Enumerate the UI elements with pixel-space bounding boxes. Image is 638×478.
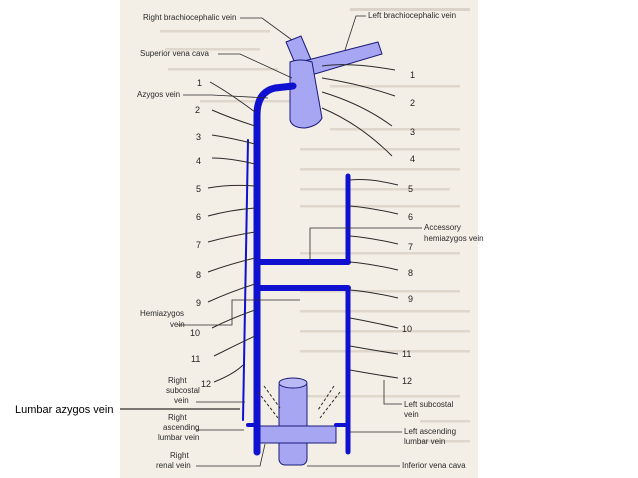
rib-number-right-2: 2 xyxy=(410,98,415,108)
label-right-renal-line2: renal vein xyxy=(156,461,191,470)
renal-veins-shape xyxy=(257,425,337,444)
label-right-subcostal-line3: vein xyxy=(174,396,189,405)
label-left-ascending-lumbar-line2: lumbar vein xyxy=(404,437,445,446)
highlighted-vessels xyxy=(257,35,383,466)
label-lumbar-azygos-vein: Lumbar azygos vein xyxy=(15,404,113,416)
inferior-vena-cava-shape xyxy=(278,379,308,466)
rib-number-right-11: 11 xyxy=(402,349,411,359)
background-text xyxy=(160,8,470,443)
rib-number-left-4: 4 xyxy=(196,156,201,166)
rib-number-right-7: 7 xyxy=(408,242,413,252)
rib-number-right-4: 4 xyxy=(410,154,415,164)
left-intercostal-veins xyxy=(321,64,399,379)
right-lateral-vessel xyxy=(242,139,249,421)
label-hemiazygos-line2: vein xyxy=(170,320,185,329)
rib-number-left-12: 12 xyxy=(201,379,211,389)
label-left-subcostal-line2: vein xyxy=(404,410,419,419)
lumbar-azygos-annotation: Lumbar azygos vein xyxy=(15,404,240,416)
rib-number-right-1: 1 xyxy=(410,70,415,80)
label-inferior-vena-cava: Inferior vena cava xyxy=(402,461,466,470)
rib-number-left-7: 7 xyxy=(196,240,201,250)
azygos-vein-trunk xyxy=(253,82,297,456)
leader-accessory-hemiazygos xyxy=(309,227,422,262)
label-superior-vena-cava: Superior vena cava xyxy=(140,49,209,58)
rib-number-left-9: 9 xyxy=(196,298,201,308)
rib-number-right-12: 12 xyxy=(402,376,412,386)
rib-number-right-6: 6 xyxy=(408,212,413,222)
rib-number-right-10: 10 xyxy=(402,324,412,334)
rib-number-right-8: 8 xyxy=(408,268,413,278)
rib-number-left-3: 3 xyxy=(196,132,201,142)
rib-number-left-8: 8 xyxy=(196,270,201,280)
leader-lines xyxy=(178,15,422,467)
label-right-ascending-lumbar-line3: lumbar vein xyxy=(158,433,199,442)
label-right-subcostal-line1: Right xyxy=(168,376,187,385)
leader-superior-vena-cava xyxy=(218,53,293,79)
leader-right-renal xyxy=(196,443,266,467)
rib-number-left-11: 11 xyxy=(191,354,200,364)
leader-azygos xyxy=(183,94,269,99)
leader-right-brachiocephalic xyxy=(240,17,293,41)
right-intercostal-veins xyxy=(207,81,256,383)
leader-left-brachiocephalic xyxy=(344,15,366,51)
label-right-ascending-lumbar-line1: Right xyxy=(168,413,187,422)
label-hemiazygos-line1: Hemiazygos xyxy=(140,309,184,318)
label-right-ascending-lumbar-line2: ascending xyxy=(163,423,199,432)
leader-left-subcostal xyxy=(383,380,402,405)
label-left-brachiocephalic-vein: Left brachiocephalic vein xyxy=(368,11,456,20)
rib-number-right-9: 9 xyxy=(408,294,413,304)
rib-numbers-right: 1 2 3 4 5 6 7 8 9 10 11 12 xyxy=(402,70,415,386)
rib-number-left-6: 6 xyxy=(196,212,201,222)
rib-number-left-10: 10 xyxy=(190,328,200,338)
superior-vena-cava-shape xyxy=(289,59,323,129)
label-accessory-hemiazygos-line1: Accessory xyxy=(424,223,461,232)
label-right-brachiocephalic-vein: Right brachiocephalic vein xyxy=(143,13,236,22)
rib-number-right-3: 3 xyxy=(410,127,415,137)
anatomy-labels: Right brachiocephalic vein Left brachioc… xyxy=(137,11,484,470)
rib-number-right-5: 5 xyxy=(408,184,413,194)
dashed-connections xyxy=(257,385,341,419)
rib-number-left-1: 1 xyxy=(197,78,202,88)
azygos-system xyxy=(242,82,351,456)
rib-numbers-left: 1 2 3 4 5 6 7 8 9 10 11 12 xyxy=(190,78,211,389)
label-left-ascending-lumbar-line1: Left ascending xyxy=(404,427,456,436)
label-left-subcostal-line1: Left subcostal xyxy=(404,400,454,409)
label-azygos-vein: Azygos vein xyxy=(137,90,180,99)
label-accessory-hemiazygos-line2: hemiazygos vein xyxy=(424,234,484,243)
rib-number-left-5: 5 xyxy=(196,184,201,194)
leader-hemiazygos xyxy=(178,299,300,326)
label-right-subcostal-line2: subcostal xyxy=(166,386,200,395)
label-right-renal-line1: Right xyxy=(170,451,189,460)
rib-number-left-2: 2 xyxy=(195,105,200,115)
